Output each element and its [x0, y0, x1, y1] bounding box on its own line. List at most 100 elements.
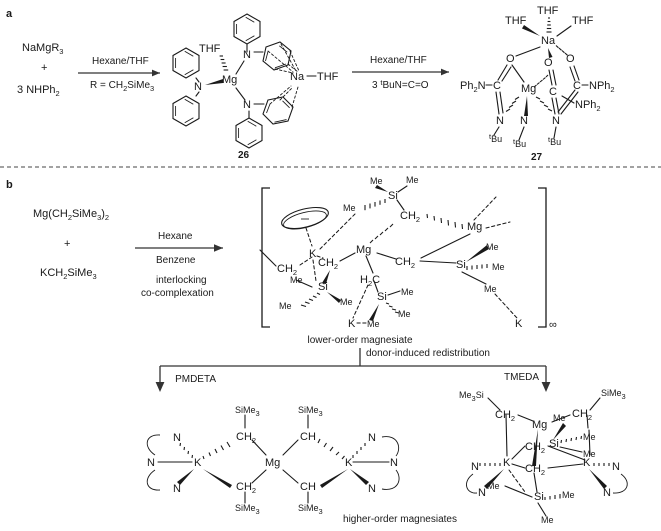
atom-label-ch: CH [300, 481, 316, 493]
atom-label-me: Me [367, 319, 380, 329]
reactant-k-sub1: 2 [63, 272, 67, 281]
atom-label-c: C [549, 86, 557, 98]
atom-label-k: K [503, 457, 511, 469]
svg-text:KCH2SiMe3: KCH2SiMe3 [40, 267, 97, 281]
atom-label-na: Na [541, 35, 556, 47]
atom-label-mg: Mg [222, 74, 237, 86]
atom-label-n: N [368, 432, 376, 444]
atom-label-ch2-sub: 2 [541, 468, 545, 477]
atom-label-ch2-sub: 2 [411, 261, 415, 270]
atom-label-n: N [368, 483, 376, 495]
atom-label-thf: THF [317, 71, 339, 83]
phenyl-ring [262, 96, 294, 125]
reactant-mg-mid: SiMe [72, 208, 97, 220]
bracket-left [261, 187, 270, 328]
atom-label-me: Me [487, 481, 500, 491]
hashed-bond [300, 292, 321, 308]
atom-label-ch2-sub: 2 [416, 215, 420, 224]
atom-label-ch2: CH [572, 408, 588, 420]
chelate-backbone [381, 436, 400, 457]
atom-label-tbu-sup: t [513, 137, 516, 146]
atom-label-n: N [496, 115, 504, 127]
atom-label-c: C [493, 80, 501, 92]
svg-text:SiMe3: SiMe3 [235, 405, 260, 418]
atom-label-ch2-sub: 2 [334, 262, 338, 271]
atom-label-ph2n-sub: 2 [473, 85, 477, 94]
atom-label-si: Si [549, 438, 559, 450]
svg-text:CH2: CH2 [318, 257, 338, 271]
atom-label-o: O [506, 53, 515, 65]
atom-label-sime3: SiMe [298, 405, 319, 415]
reactant-k-mid: SiMe [67, 267, 92, 279]
atom-label-sime3-sub: 3 [256, 409, 260, 418]
atom-label-si: Si [377, 291, 387, 303]
svg-text:3 tBuN=C=O: 3 tBuN=C=O [372, 78, 429, 91]
hashed-bond [426, 213, 464, 230]
atom-label-ch2: CH [318, 257, 334, 269]
phenyl-ring [172, 95, 200, 127]
reactant-mg-sub2: 3 [97, 213, 101, 222]
atom-label-n: N [471, 461, 479, 473]
atom-label-si: Si [388, 190, 398, 202]
atom-label-ch2: CH [525, 441, 541, 453]
atom-label-me: Me [484, 284, 497, 294]
hashed-bond [179, 442, 194, 459]
panel-b-reactants: Mg(CH2SiMe3)2 + KCH2SiMe3 [33, 208, 109, 281]
atom-label-n: N [194, 81, 202, 93]
hashed-bond [352, 443, 366, 458]
panel-b-arrow: Hexane Benzene interlocking co-complexat… [135, 231, 223, 299]
svg-text:Ph2N: Ph2N [460, 80, 486, 94]
arrow-b-caption-2: co-complexation [141, 288, 214, 299]
atom-label-thf: THF [572, 15, 594, 27]
hashed-bond [544, 494, 561, 500]
atom-label-ch2: CH [236, 481, 252, 493]
atom-label-ch2: CH [277, 263, 293, 275]
atom-label-me: Me [340, 297, 353, 307]
lower-order-magnesiate-caption: lower-order magnesiate [307, 335, 412, 346]
atom-label-si: Si [456, 259, 466, 271]
atom-label-n: N [552, 115, 560, 127]
atom-label-nph2: NPh [575, 99, 596, 111]
atom-label-n: N [478, 487, 486, 499]
chelate-backbone [146, 469, 161, 491]
atom-label-k: K [194, 457, 202, 469]
phenyl-ring [172, 47, 200, 79]
svg-text:SiMe3: SiMe3 [235, 503, 260, 516]
chelate-backbone [381, 469, 400, 490]
atom-label-mg: Mg [265, 457, 280, 469]
atom-label-c: C [573, 80, 581, 92]
svg-text:SiMe3: SiMe3 [298, 503, 323, 516]
redistribution-branch: donor-induced redistribution PMDETA TMED… [155, 348, 551, 392]
structure-26: N Mg THF N N [172, 13, 339, 161]
hashed-bond [369, 223, 394, 244]
chelate-backbone [612, 473, 628, 494]
atom-label-n: N [603, 487, 611, 499]
reactant-nhph2: NHPh [26, 84, 55, 96]
atom-label-ph2n: Ph [460, 80, 473, 92]
atom-label-nph2: NPh [589, 80, 610, 92]
reactant-coef-a: 3 [17, 84, 26, 96]
chelate-backbone [146, 434, 161, 456]
svg-text:H2C: H2C [360, 274, 380, 288]
atom-label-si: Si [318, 281, 328, 293]
svg-text:CH2: CH2 [277, 263, 297, 277]
atom-label-sime3-sub: 3 [319, 409, 323, 418]
svg-text:NPh2: NPh2 [589, 80, 615, 94]
atom-label-n: N [520, 115, 528, 127]
atom-label-me: Me [279, 301, 292, 311]
arene-disk [281, 206, 329, 230]
atom-label-k: K [583, 457, 591, 469]
pmdeta-product-structure: SiMe3 SiMe3 CH2 CH K Mg K [146, 405, 400, 516]
svg-text:CH2: CH2 [395, 256, 415, 270]
arrow1-below-r: R = CH [90, 80, 123, 91]
atom-label-mg: Mg [532, 419, 547, 431]
reactant-mg-post: ) [101, 208, 105, 220]
svg-text:CH2: CH2 [525, 463, 545, 477]
atom-label-me: Me [562, 490, 575, 500]
atom-label-mg: Mg [356, 244, 371, 256]
atom-label-ch2-sub: 2 [511, 414, 515, 423]
atom-label-ch2-sub: 2 [541, 446, 545, 455]
atom-label-me: Me [541, 515, 554, 525]
arrow2-below-coef: 3 [372, 80, 380, 91]
atom-label-n: N [390, 457, 398, 469]
